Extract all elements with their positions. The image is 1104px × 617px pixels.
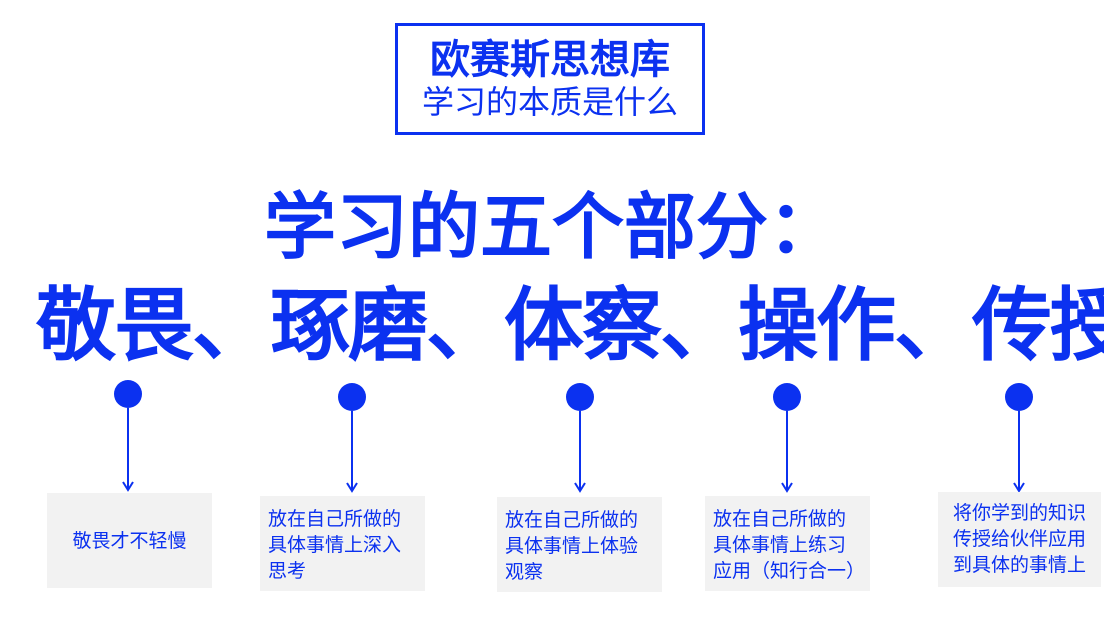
arrow-head-4 [781, 482, 793, 493]
description-text-5: 将你学到的知识 传授给伙伴应用 到具体的事情上 [952, 502, 1086, 576]
connector-2 [338, 383, 366, 493]
connector-1 [114, 380, 142, 492]
bullet-dot-5 [1005, 383, 1033, 411]
title-box: 欧赛斯思想库 学习的本质是什么 [395, 23, 705, 135]
arrow-head-1 [122, 481, 134, 492]
description-text-3: 放在自己所做的 具体事情上体验 观察 [505, 509, 639, 583]
page-subtitle: 学习的本质是什么 [421, 83, 678, 121]
description-box-5: 将你学到的知识 传授给伙伴应用 到具体的事情上 [938, 492, 1101, 587]
parts-line: 敬畏、琢磨、体察、操作、传授 [36, 279, 1104, 372]
description-text-2: 放在自己所做的 具体事情上深入 思考 [268, 508, 402, 582]
arrow-head-3 [574, 482, 586, 493]
description-text-1: 敬畏才不轻慢 [72, 529, 187, 552]
bullet-dot-3 [566, 383, 594, 411]
description-text-4: 放在自己所做的 具体事情上练习 应用（知行合一） [713, 508, 866, 582]
connector-3 [566, 383, 594, 493]
page-title: 欧赛斯思想库 [430, 37, 670, 83]
connector-5 [1005, 383, 1033, 493]
bullet-dot-4 [773, 383, 801, 411]
description-box-2: 放在自己所做的 具体事情上深入 思考 [260, 496, 425, 591]
description-box-1: 敬畏才不轻慢 [47, 493, 212, 588]
bullet-dot-2 [338, 383, 366, 411]
connector-4 [773, 383, 801, 493]
description-box-3: 放在自己所做的 具体事情上体验 观察 [497, 497, 662, 592]
bullet-dot-1 [114, 380, 142, 408]
arrow-head-2 [346, 482, 358, 493]
description-box-4: 放在自己所做的 具体事情上练习 应用（知行合一） [705, 496, 870, 591]
arrow-head-5 [1013, 482, 1025, 493]
headline: 学习的五个部分： [263, 185, 840, 269]
